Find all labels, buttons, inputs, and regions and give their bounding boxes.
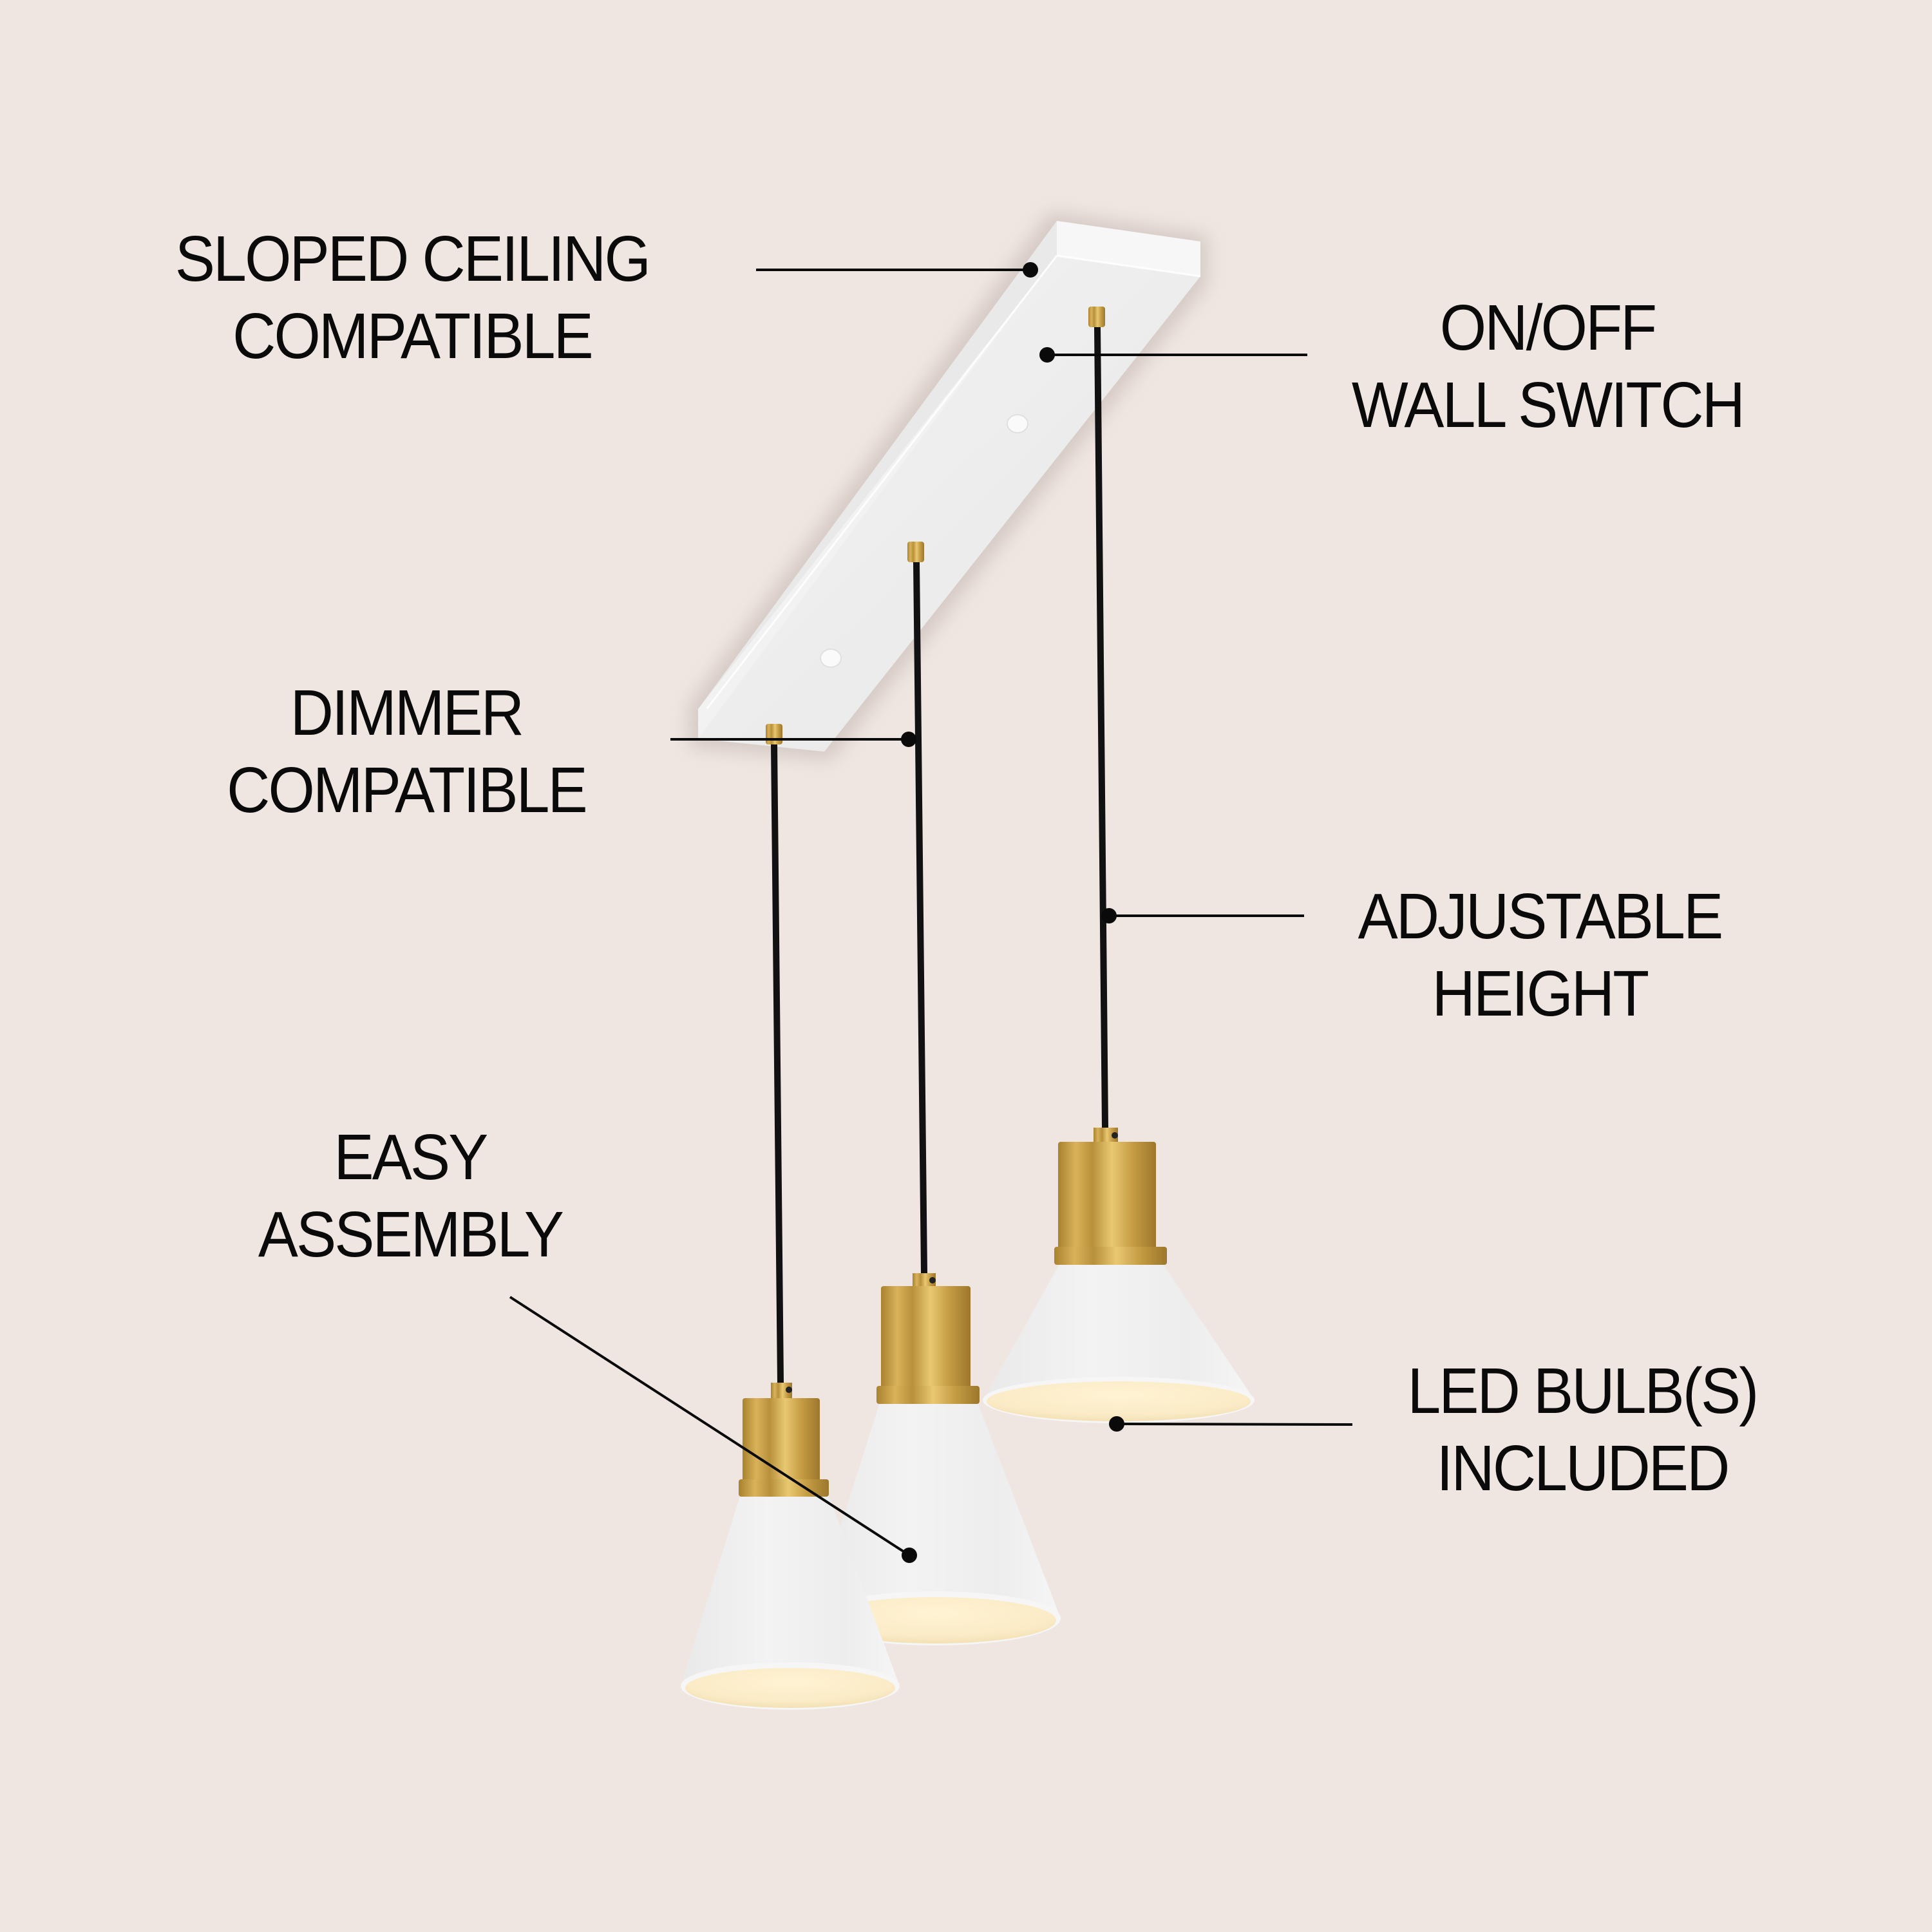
callout-easy-assembly (509, 1296, 917, 1563)
feature-label-easy-assembly: EASY ASSEMBLY (111, 1119, 710, 1273)
callout-dot-icon (902, 1548, 917, 1563)
callout-adjustable-height (1101, 908, 1304, 923)
feature-label-on-off-switch: ON/OFF WALL SWITCH (1248, 289, 1847, 444)
feature-label-line: SLOPED CEILING (175, 223, 651, 295)
callout-dot-icon (1109, 1416, 1124, 1432)
callout-dot-icon (1039, 347, 1055, 363)
feature-label-line: ON/OFF (1439, 292, 1657, 364)
callout-sloped-ceiling (756, 262, 1038, 278)
feature-label-line: COMPATIBLE (227, 754, 588, 826)
feature-label-line: COMPATIBLE (232, 300, 594, 372)
callout-dot-icon (901, 732, 916, 747)
pendant-right (983, 1128, 1255, 1423)
callout-dot-icon (1101, 908, 1117, 923)
callout-led-bulbs (1109, 1416, 1353, 1432)
feature-label-line: DIMMER (290, 677, 524, 749)
feature-label-adjustable-height: ADJUSTABLE HEIGHT (1240, 878, 1839, 1032)
callout-dot-icon (1023, 262, 1038, 278)
callout-dimmer (670, 732, 916, 747)
feature-label-line: EASY (334, 1121, 489, 1193)
feature-label-led-bulbs: LED BULB(S) INCLUDED (1283, 1352, 1882, 1507)
feature-label-line: ASSEMBLY (258, 1198, 564, 1271)
feature-label-line: ADJUSTABLE (1358, 880, 1724, 952)
ceiling-canopy (698, 221, 1201, 752)
canopy-screw-icon (820, 649, 842, 668)
callout-on-off-switch (1039, 347, 1307, 363)
feature-label-line: LED BULB(S) (1407, 1355, 1759, 1427)
canopy-screw-icon (1007, 414, 1028, 433)
feature-label-line: WALL SWITCH (1351, 369, 1745, 441)
feature-label-line: INCLUDED (1436, 1432, 1730, 1504)
feature-label-dimmer: DIMMER COMPATIBLE (107, 674, 706, 829)
feature-label-sloped-ceiling: SLOPED CEILING COMPATIBLE (113, 220, 712, 375)
pendant-cables (771, 327, 1108, 1383)
feature-label-line: HEIGHT (1432, 958, 1649, 1030)
